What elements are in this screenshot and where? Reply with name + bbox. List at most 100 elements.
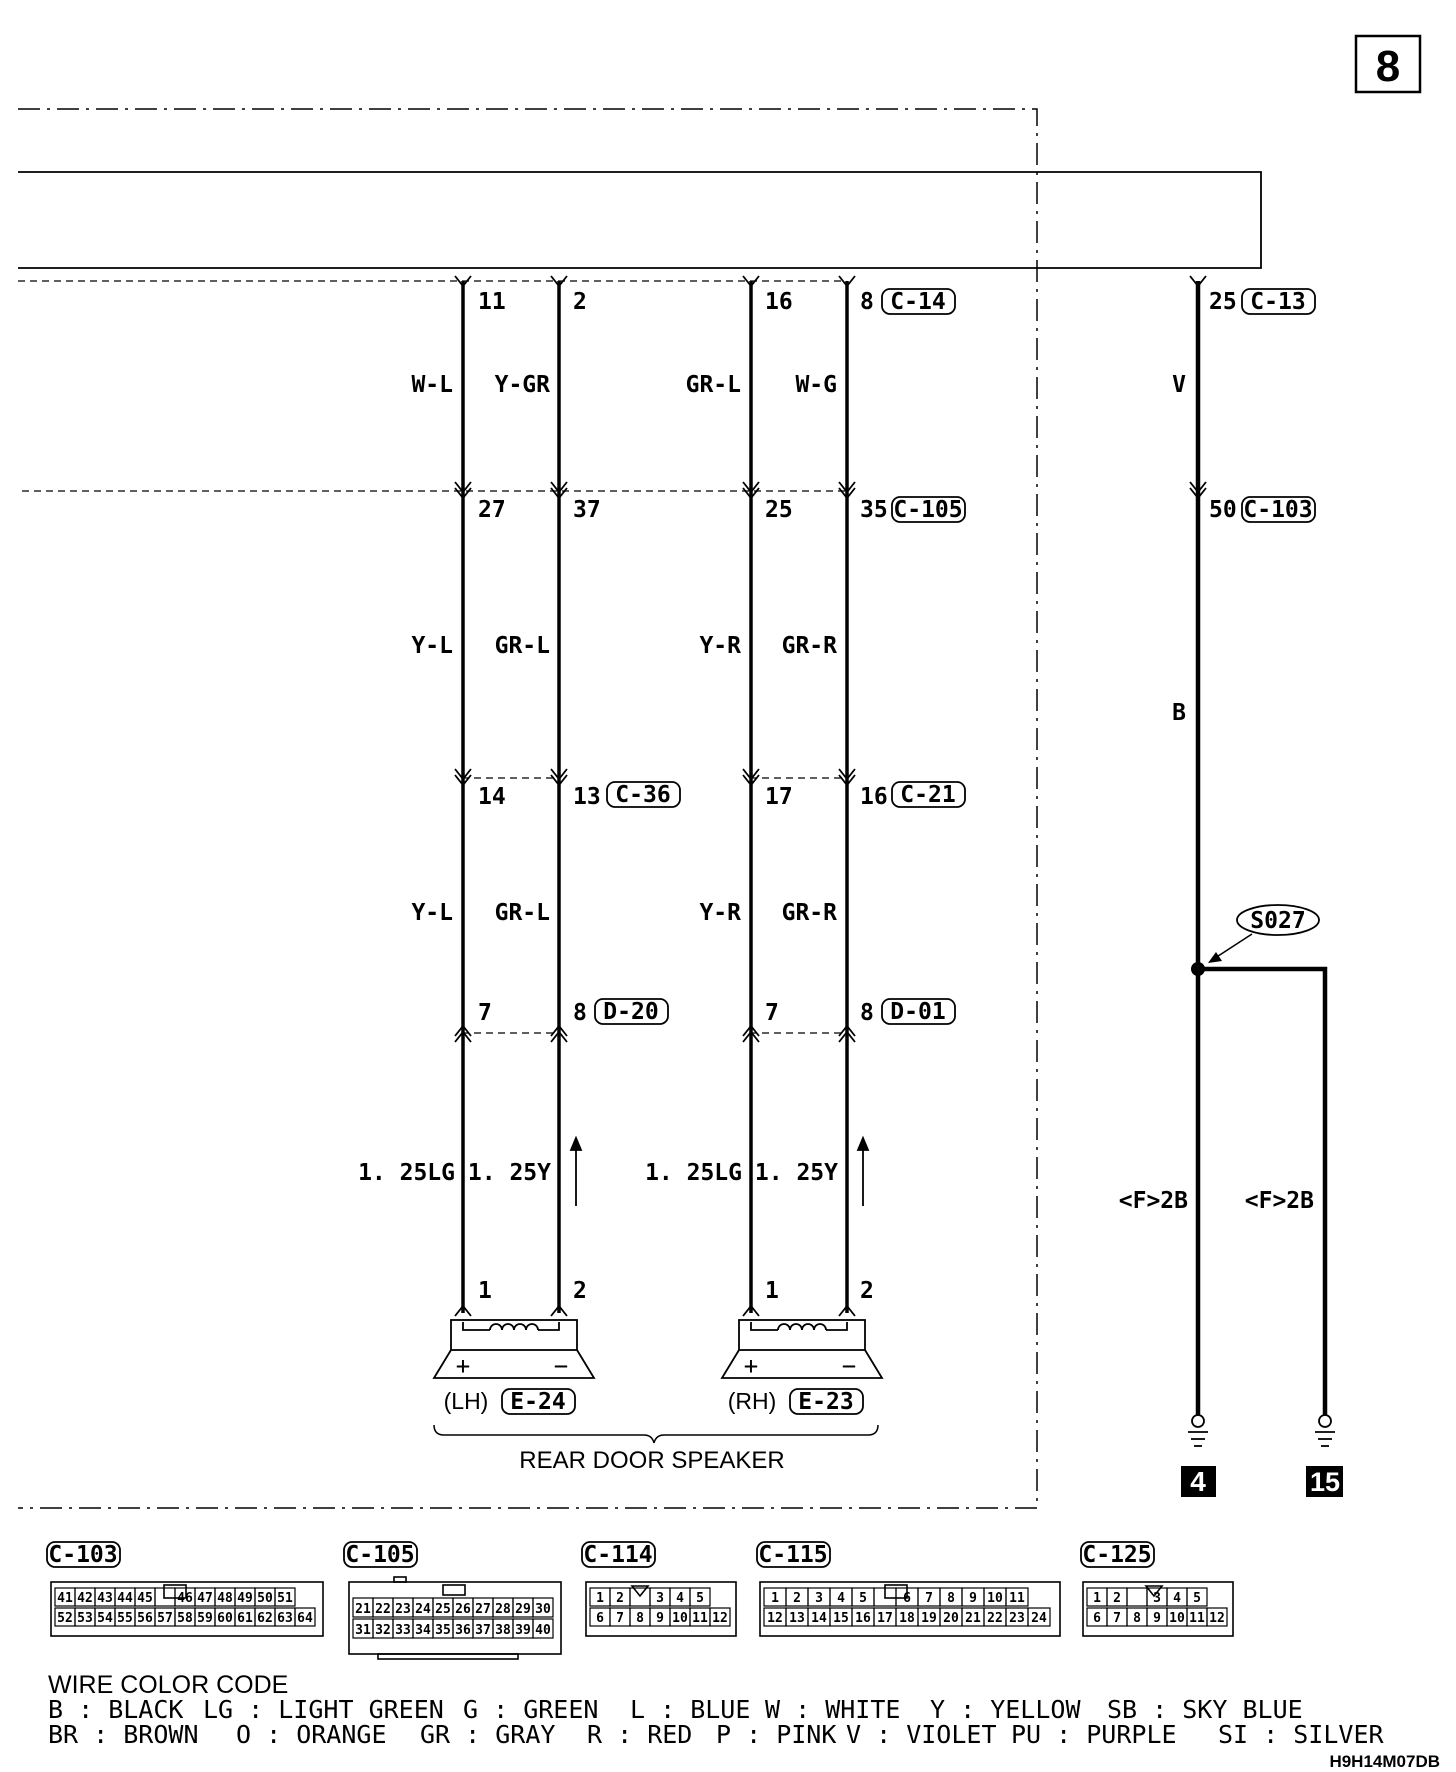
wire-color-3-lh-minus: GR-L <box>495 900 550 926</box>
ground-point-4-box <box>1181 1466 1216 1497</box>
splice-pointer-head <box>1208 952 1222 963</box>
pin-spk-lh-1: 1 <box>478 1278 492 1304</box>
connector-pin-number: 4 <box>1173 1591 1181 1606</box>
wire-color-1-rh-plus: GR-L <box>686 372 741 398</box>
pin-c14-d: 8 <box>860 289 874 315</box>
pin-spk-rh-1: 1 <box>765 1278 779 1304</box>
label-d01: D-01 <box>890 999 945 1025</box>
wire-color-ground-f2: <F>2B <box>1245 1188 1314 1214</box>
pin-c36-a: 14 <box>478 784 506 810</box>
connector-label-boxes <box>501 288 1316 1415</box>
ground-symbols <box>1188 1414 1335 1447</box>
connector-pin-number: 8 <box>636 1611 644 1626</box>
label-e23: E-23 <box>798 1389 853 1415</box>
connector-pin-number: 20 <box>943 1611 959 1626</box>
splice-label: S027 <box>1250 908 1305 934</box>
speaker-lh <box>432 1319 596 1379</box>
connector-pin-number: 6 <box>596 1611 604 1626</box>
connector-pin-number: 1 <box>596 1591 604 1606</box>
label-c21: C-21 <box>900 782 955 808</box>
legend-g: G : GREEN <box>463 1695 598 1724</box>
connector-pin-number: 11 <box>1009 1591 1025 1606</box>
wire-color-2-rh-minus: GR-R <box>782 633 838 659</box>
connector-pin-number: 9 <box>1153 1611 1161 1626</box>
pin-c105-b: 37 <box>573 497 601 523</box>
label-c36: C-36 <box>615 782 670 808</box>
speaker-rh-minus: − <box>842 1352 856 1380</box>
connector-pin-cell <box>709 1607 731 1627</box>
connector-pin-number: 17 <box>877 1611 893 1626</box>
connector-pin-number: 6 <box>1093 1611 1101 1626</box>
connector-pin-number: 10 <box>672 1611 688 1626</box>
pin-d01-b: 8 <box>860 1000 874 1026</box>
wire-color-4-lh-plus: 1. 25LG <box>358 1160 455 1186</box>
connector-pin-cell <box>294 1607 316 1627</box>
pin-spk-rh-2: 2 <box>860 1278 874 1304</box>
connector-pin-number: 15 <box>833 1611 849 1626</box>
connector-pin-number: 10 <box>1169 1611 1185 1626</box>
connector-pin-number: 8 <box>1133 1611 1141 1626</box>
current-arrows <box>569 1135 870 1206</box>
splice-label-ellipse <box>1236 904 1320 936</box>
connector-face-label-c105: C-105 <box>345 1542 414 1568</box>
connector-pin-number: 58 <box>177 1611 193 1626</box>
connector-pin-number: 26 <box>455 1602 471 1617</box>
connector-face-label-c115: C-115 <box>758 1542 827 1568</box>
connector-pin-number: 21 <box>965 1611 981 1626</box>
connector-pin-number: 5 <box>859 1591 867 1606</box>
wire-color-1-rh-minus: W-G <box>795 372 837 398</box>
connector-pin-number: 55 <box>117 1611 133 1626</box>
connector-pin-cell <box>1186 1587 1208 1607</box>
legend-l: L : BLUE <box>630 1695 750 1724</box>
speaker-rh <box>720 1319 884 1379</box>
connector-pin-cell <box>1005 1587 1029 1607</box>
pin-c21-a: 17 <box>765 784 793 810</box>
connector-pin-number: 12 <box>712 1611 728 1626</box>
connector-pin-number: 1 <box>771 1591 779 1606</box>
legend-w: W : WHITE <box>765 1695 900 1724</box>
connector-pin-number: 35 <box>435 1623 451 1638</box>
legend-si: SI : SILVER <box>1218 1720 1385 1749</box>
connector-pin-number: 28 <box>495 1602 511 1617</box>
connector-pin-number: 24 <box>1031 1611 1047 1626</box>
speaker-lh-plus: + <box>456 1352 470 1380</box>
pin-c21-b: 16 <box>860 784 888 810</box>
connector-pin-cell <box>274 1587 296 1607</box>
connector-pin-number: 12 <box>1209 1611 1225 1626</box>
legend-pu: PU : PURPLE <box>1011 1720 1177 1749</box>
wire-color-ground-v: V <box>1172 372 1186 398</box>
connector-pin-number: 8 <box>947 1591 955 1606</box>
connector-pin-number: 39 <box>515 1623 531 1638</box>
connector-pin-number: 52 <box>57 1611 73 1626</box>
connector-pin-number: 46 <box>177 1591 193 1606</box>
connector-pin-number: 61 <box>237 1611 253 1626</box>
pin-spk-lh-2: 2 <box>573 1278 587 1304</box>
connector-pin-number: 7 <box>616 1611 624 1626</box>
connector-pin-number: 63 <box>277 1611 293 1626</box>
pin-c36-b: 13 <box>573 784 601 810</box>
connector-faces <box>50 1576 1234 1660</box>
connector-pin-number: 9 <box>969 1591 977 1606</box>
legend-r: R : RED <box>587 1720 692 1749</box>
legend-v: V : VIOLET <box>846 1720 997 1749</box>
page-number-box <box>1354 34 1422 94</box>
connector-pin-number: 29 <box>515 1602 531 1617</box>
label-c105: C-105 <box>893 497 962 523</box>
legend-y: Y : YELLOW <box>930 1695 1081 1724</box>
pin-c105-a: 27 <box>478 497 506 523</box>
connector-pin-number: 48 <box>217 1591 233 1606</box>
component-boundary <box>18 108 1038 1509</box>
wire-color-4-rh-plus: 1. 25LG <box>645 1160 742 1186</box>
speaker-rh-plus: + <box>744 1352 758 1380</box>
speaker-lh-minus: − <box>554 1352 568 1380</box>
connector-pin-number: 27 <box>475 1602 491 1617</box>
pin-c14-c: 16 <box>765 289 793 315</box>
connector-pin-number: 5 <box>1193 1591 1201 1606</box>
connector-pin-number: 62 <box>257 1611 273 1626</box>
connector-pin-number: 47 <box>197 1591 213 1606</box>
connector-pin-number: 9 <box>656 1611 664 1626</box>
connector-face-label-c114: C-114 <box>583 1542 652 1568</box>
legend-sb: SB : SKY BLUE <box>1107 1695 1303 1724</box>
connector-pin-number: 37 <box>475 1623 491 1638</box>
connector-pin-number: 40 <box>535 1623 551 1638</box>
